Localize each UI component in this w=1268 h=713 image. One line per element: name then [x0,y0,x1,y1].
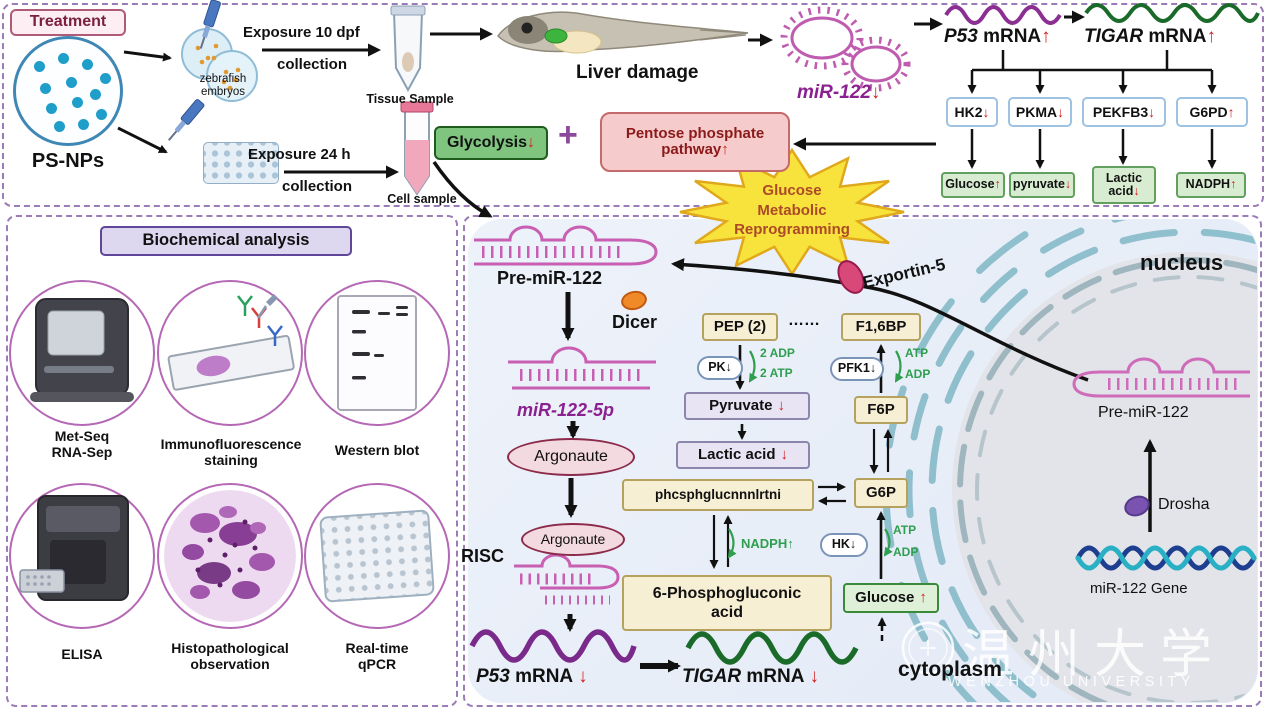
exposure-tissue-collection: collection [277,56,348,73]
tigar-mrna-down-label: TIGAR mRNA↓ [682,666,819,687]
circle-met-seq [9,280,155,426]
g6p-box: G6P [854,478,908,508]
well-plate [203,142,279,184]
phosphogluconolactone-box: phcsphglucnnnlrtni [622,479,814,511]
atp-b-label: ATP [893,523,917,537]
hk-enzyme-oval: HK↓ [820,533,868,557]
circle-western-blot [304,280,450,426]
tissue-sample-label: Tissue Sample [366,92,454,106]
cell-sample-label: Cell sample [387,192,457,206]
cytoplasm-label: cytoplasm [898,658,1002,681]
exposure-cell-collection: collection [282,178,353,195]
mir122-gene-label: miR-122 Gene [1090,580,1188,597]
pekfb3-box: PEKFB3↓ [1082,97,1166,127]
biochemical-analysis-header: Biochemical analysis [100,226,352,256]
pyruvate-down-box: pyruvate↓ [1009,172,1075,198]
pyruvate-box: Pyruvate↓ [684,392,810,420]
mir122-label: miR-122↓ [797,82,881,103]
pre-mir122-cyto-label: Pre-miR-122 [497,268,603,288]
dicer-label: Dicer [612,312,658,332]
circle-elisa [9,483,155,629]
tigar-mrna-up-label: TIGAR mRNA↑ [1084,26,1216,47]
p53-mrna-down-label: P53 mRNA↓ [476,666,588,687]
lactic-acid-box: Lactic acid↓ [676,441,810,469]
g6pd-box: G6PD↑ [1176,97,1248,127]
lactic-acid-down-box: Lactic acid↓ [1092,166,1156,204]
drosha-label: Drosha [1158,496,1210,513]
pep-box: PEP (2) [702,313,778,341]
atp-a-label: ATP [905,346,929,360]
hk2-box: HK2↓ [946,97,998,127]
circle-immunofluorescence [157,280,303,426]
treatment-panel [2,3,1264,207]
p53-mrna-up-label: P53 mRNA↑ [944,26,1051,47]
circle-histopathology [157,483,303,629]
glucose-cell-box: Glucose↑ [843,583,939,613]
glucose-up-box: Glucose↑ [941,172,1005,198]
plus-sign: + [558,116,578,154]
nadph-up-box: NADPH↑ [1176,172,1246,198]
qpcr-plate [319,509,435,603]
atp2-label: 2 ATP [760,366,793,380]
nucleus-label: nucleus [1140,250,1224,275]
adp-b-label: ADP [893,545,919,559]
biochem-panel [6,215,458,707]
western-blot-label: Western blot [334,442,420,458]
f16bp-box: F1,6BP [841,313,921,341]
psnps-particles-circle [13,36,123,146]
adp-a-label: ADP [905,367,931,381]
adp2-label: 2 ADP [760,346,795,360]
mir122-5p-label: miR-122-5p [517,400,615,420]
pre-mir122-nucleus-label: Pre-miR-122 [1098,404,1189,421]
elisa-label: ELISA [61,646,103,662]
pk-enzyme-oval: PK↓ [697,356,743,380]
argonaute-oval: Argonaute [507,438,635,476]
f6p-box: F6P [854,396,908,424]
exposure-tissue-label: Exposure 10 dpf [243,24,360,41]
glycolysis-box: Glycolysis↓ [434,126,548,160]
liver-damage-label: Liver damage [576,62,699,83]
argonaute-risc-oval: Argonaute [521,523,625,556]
exposure-cell-label: Exposure 24 h [248,146,351,163]
pfk1-enzyme-oval: PFK1↓ [830,357,884,381]
risc-label: RISC [461,546,505,566]
pkma-box: PKMA↓ [1008,97,1072,127]
psnps-label: PS-NPs [31,150,105,172]
ellipsis-dots: …… [788,312,820,329]
treatment-section-label: Treatment [10,9,126,36]
nadph-label: NADPH↑ [741,536,794,551]
